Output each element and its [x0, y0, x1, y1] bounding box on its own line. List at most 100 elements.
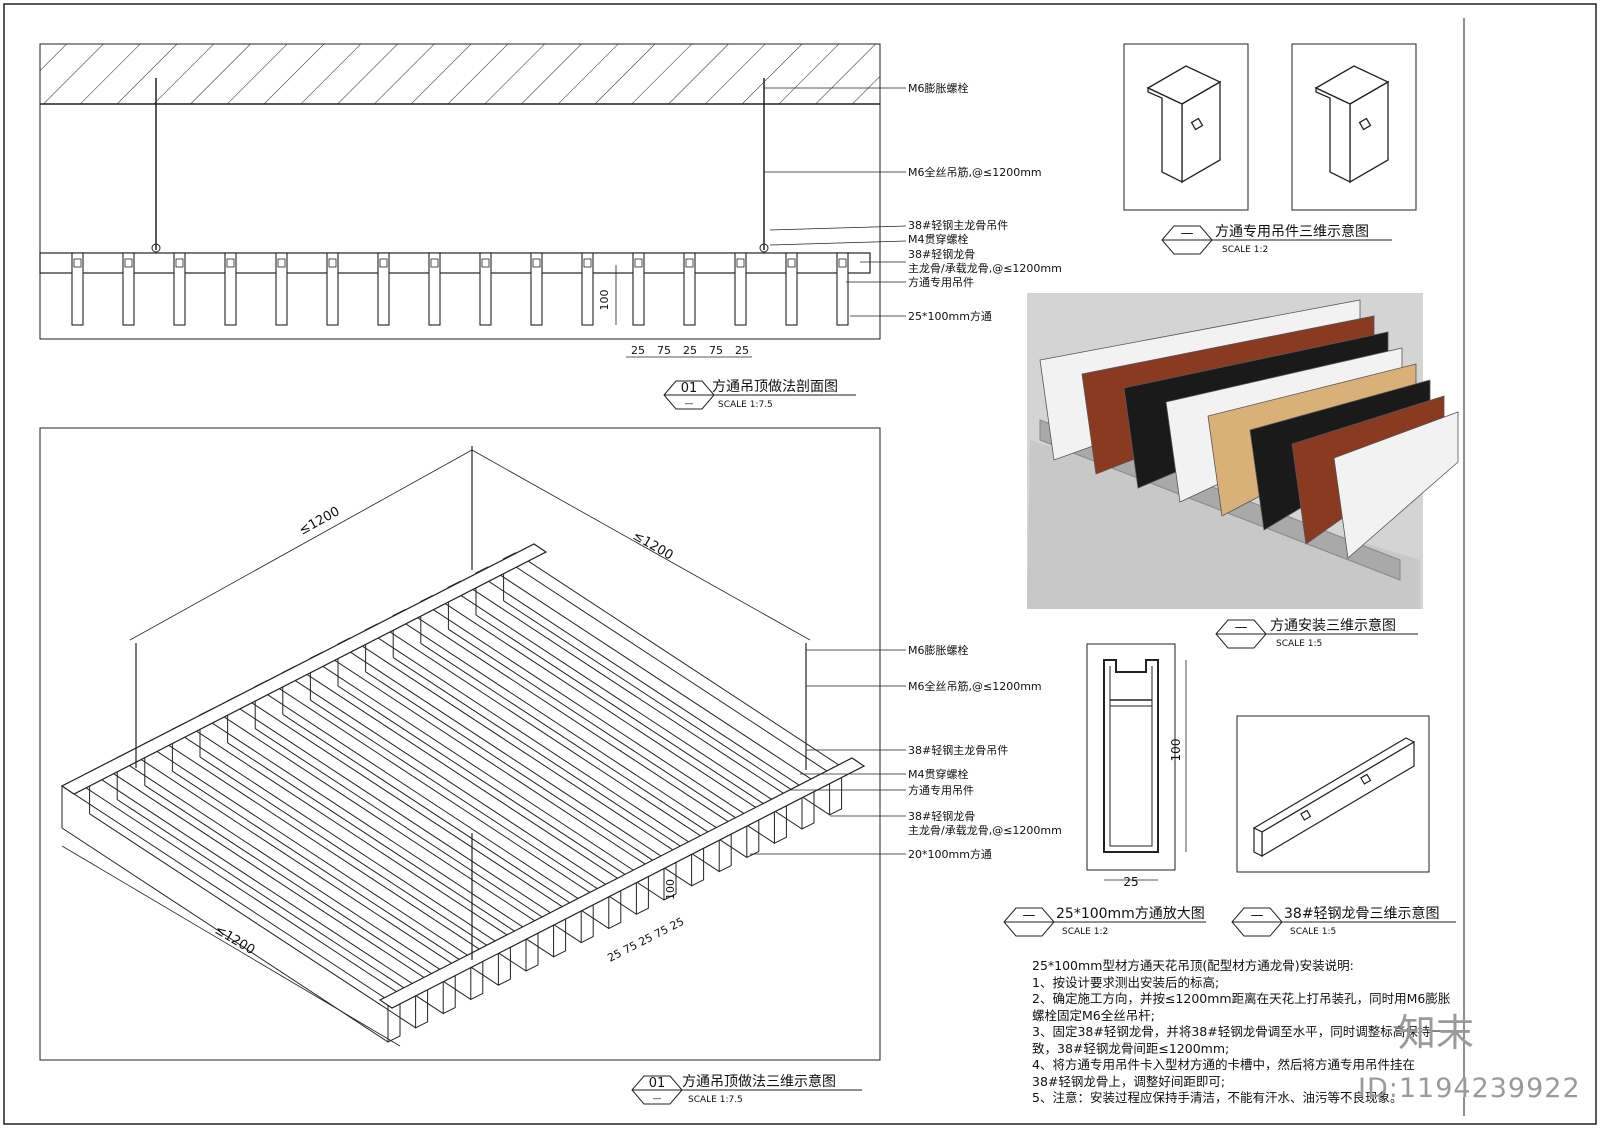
dim-spacing: 25: [735, 344, 749, 357]
notes-line: 3、固定38#轻钢龙骨，并将38#轻钢龙骨调至水平，同时调整标高保持一: [1032, 1024, 1443, 1039]
title-tag: 01 — 方通吊顶做法剖面图 SCALE 1:7.5: [663, 379, 856, 410]
installation-notes: 25*100mm型材方通天花吊顶(配型材方通龙骨)安装说明: 1、按设计要求测出…: [1032, 958, 1452, 1107]
title-number: —: [1251, 908, 1264, 923]
square-tube: [428, 252, 441, 326]
title-sub: —: [685, 399, 694, 409]
callout-label: M6膨胀螺栓: [908, 643, 969, 657]
square-tube: [377, 252, 390, 326]
notes-heading: 25*100mm型材方通天花吊顶(配型材方通龙骨)安装说明:: [1032, 958, 1354, 973]
title-number: —: [1023, 908, 1036, 923]
notes-line: 5、注意：安装过程应保持手清洁，不能有汗水、油污等不良现象。: [1032, 1090, 1403, 1105]
callout-label: 38#轻钢龙骨: [908, 809, 975, 823]
watermark-logo: 知末: [1398, 1011, 1475, 1055]
view-scale: SCALE 1:2: [1062, 927, 1108, 937]
view-scale: SCALE 1:7.5: [688, 1095, 743, 1105]
view-title: 方通吊顶做法三维示意图: [682, 1073, 836, 1090]
title-tag: — 方通安装三维示意图 SCALE 1:5: [1215, 617, 1418, 649]
view-title: 方通专用吊件三维示意图: [1215, 223, 1369, 240]
hanger-frame: [1291, 43, 1417, 211]
iso-view: ≤1200 ≤1200 ≤1200 100 25 75 25 75 25 M6膨…: [39, 427, 1062, 1105]
view-scale: SCALE 1:7.5: [718, 400, 773, 410]
dim-iso: ≤1200: [630, 528, 676, 563]
dim-iso: ≤1200: [297, 504, 343, 538]
title-number: 01: [649, 1076, 666, 1091]
view-title: 38#轻钢龙骨三维示意图: [1284, 905, 1440, 922]
view-scale: SCALE 1:5: [1276, 639, 1322, 649]
notes-line: 1、按设计要求测出安装后的标高;: [1032, 974, 1220, 990]
dim-height: 100: [598, 290, 611, 311]
title-tag: — 25*100mm方通放大图 SCALE 1:2: [1003, 906, 1206, 937]
notes-line: 致，38#轻钢龙骨间距≤1200mm;: [1032, 1040, 1230, 1056]
callout-label: 方通专用吊件: [908, 275, 974, 289]
photo-tube: [1333, 411, 1459, 559]
dim-width: 25: [1123, 875, 1138, 889]
hanger-detail: — 方通专用吊件三维示意图 SCALE 1:2: [1123, 43, 1417, 255]
dim-spacing: 25: [683, 344, 697, 357]
photo-detail: — 方通安装三维示意图 SCALE 1:5: [1027, 293, 1459, 649]
title-tag: — 方通专用吊件三维示意图 SCALE 1:2: [1161, 223, 1392, 255]
square-tube: [479, 252, 492, 326]
concrete-slab: [39, 43, 881, 105]
callout-label: 38#轻钢主龙骨吊件: [908, 218, 1008, 232]
dim-spacing: 75: [709, 344, 723, 357]
iso-main-keel: [60, 543, 548, 795]
keel-frame: [1236, 715, 1430, 873]
title-sub: —: [653, 1094, 662, 1104]
dim-height: 100: [1169, 739, 1183, 762]
callout-label: 38#轻钢主龙骨吊件: [908, 743, 1008, 757]
dim-spacing: 25: [631, 344, 645, 357]
square-tube: [683, 252, 696, 326]
dim-spacing: 75: [657, 344, 671, 357]
dim-iso: ≤1200: [212, 923, 257, 959]
square-tube: [173, 252, 186, 326]
callout-label: 方通专用吊件: [908, 783, 974, 797]
callout-label: M6膨胀螺栓: [908, 81, 969, 95]
callout-label: M4贯穿螺栓: [908, 232, 969, 246]
square-tubes: [71, 252, 849, 326]
square-tube: [122, 252, 135, 326]
callout-label: 主龙骨/承载龙骨,@≤1200mm: [908, 824, 1062, 837]
title-number: —: [1181, 226, 1194, 241]
profile-detail: 100 25 — 25*100mm方通放大图 SCALE 1:2: [1003, 643, 1206, 937]
view-title: 方通吊顶做法剖面图: [712, 379, 838, 395]
section-view: 100 25 75 25 75 25 M6膨胀螺栓 M6全丝吊筋,@≤1200m…: [39, 43, 1062, 410]
title-number: —: [1235, 620, 1248, 635]
square-tube: [326, 252, 339, 326]
view-title: 方通安装三维示意图: [1270, 617, 1396, 634]
iso-frame: [39, 427, 881, 1061]
notes-line: 38#轻钢龙骨上，调整好间距即可;: [1032, 1073, 1226, 1089]
square-tube: [785, 252, 798, 326]
notes-line: 2、确定施工方向，并按≤1200mm距离在天花上打吊装孔，同时用M6膨胀: [1032, 991, 1451, 1006]
callout-label: M6全丝吊筋,@≤1200mm: [908, 165, 1042, 179]
title-tag: 01 — 方通吊顶做法三维示意图 SCALE 1:7.5: [631, 1073, 862, 1105]
callout-label: M6全丝吊筋,@≤1200mm: [908, 679, 1042, 693]
title-number: 01: [681, 381, 698, 396]
square-tube: [581, 252, 594, 326]
callout-label: 25*100mm方通: [908, 309, 992, 323]
view-scale: SCALE 1:5: [1290, 927, 1336, 937]
callout-label: 38#轻钢龙骨: [908, 247, 975, 261]
square-tube: [224, 252, 237, 326]
callout-label: 20*100mm方通: [908, 847, 992, 861]
dim-height: 100: [664, 879, 677, 900]
square-tube: [530, 252, 543, 326]
notes-line: 螺栓固定M6全丝吊杆;: [1032, 1007, 1155, 1023]
iso-main-keel: [378, 757, 866, 1009]
main-keel: [39, 252, 871, 274]
callout-label: M4贯穿螺栓: [908, 767, 969, 781]
title-tag: — 38#轻钢龙骨三维示意图 SCALE 1:5: [1231, 905, 1456, 937]
notes-line: 4、将方通专用吊件卡入型材方通的卡槽中，然后将方通专用吊件挂在: [1032, 1057, 1415, 1072]
profile-frame: [1086, 643, 1176, 871]
square-tube: [632, 252, 645, 326]
iso-tubes: [60, 552, 843, 1043]
square-tube: [71, 252, 84, 326]
square-tube: [275, 252, 288, 326]
square-tube: [836, 252, 849, 326]
watermark-id: ID:1194239922: [1358, 1073, 1581, 1104]
square-tube: [734, 252, 747, 326]
hanger-frame: [1123, 43, 1249, 211]
callout-label: 主龙骨/承载龙骨,@≤1200mm: [908, 262, 1062, 275]
sheet-border: [3, 3, 1597, 1125]
keel-detail: — 38#轻钢龙骨三维示意图 SCALE 1:5: [1231, 715, 1456, 937]
